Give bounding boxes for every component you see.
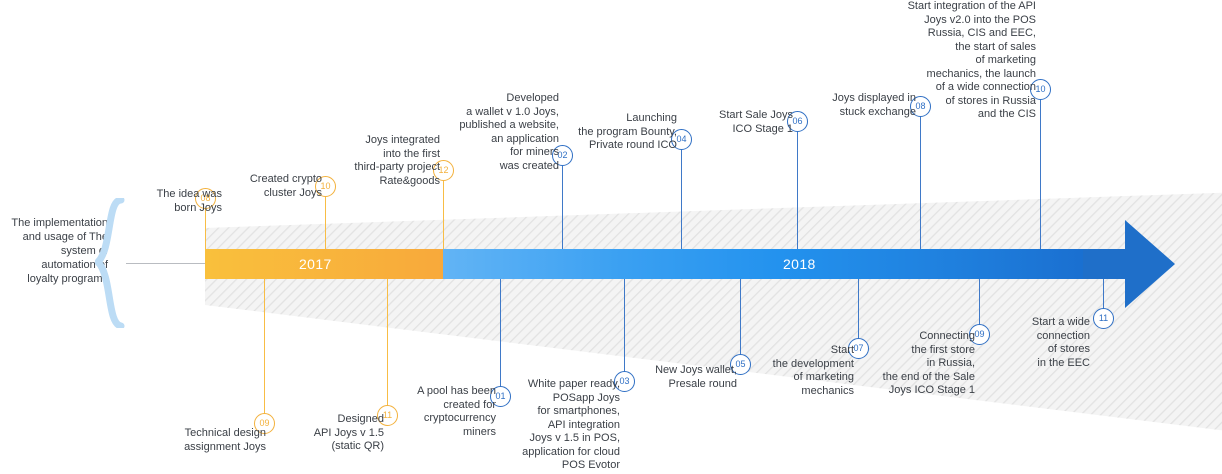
milestone-stem <box>325 196 326 249</box>
milestone-node-08[interactable]: 08 <box>910 96 931 117</box>
milestone-stem <box>443 180 444 249</box>
milestone-stem <box>205 208 206 249</box>
milestone-node-09[interactable]: 09 <box>254 413 275 434</box>
milestone-node-08[interactable]: 08 <box>195 188 216 209</box>
milestone-stem <box>740 279 741 374</box>
timeline-arrow-head <box>1083 220 1175 308</box>
milestone-stem <box>979 279 980 344</box>
milestone-stem <box>264 279 265 433</box>
milestone-node-11[interactable]: 11 <box>1093 308 1114 329</box>
milestone-node-12[interactable]: 12 <box>433 160 454 181</box>
milestone-node-05[interactable]: 05 <box>730 354 751 375</box>
milestone-node-02[interactable]: 02 <box>552 145 573 166</box>
milestone-node-01[interactable]: 01 <box>490 386 511 407</box>
milestone-stem <box>920 116 921 249</box>
milestone-node-11[interactable]: 11 <box>377 405 398 426</box>
milestone-stem <box>562 165 563 249</box>
milestone-stem <box>858 279 859 358</box>
year-label-2018: 2018 <box>783 256 816 272</box>
milestone-node-06[interactable]: 06 <box>787 111 808 132</box>
timeline-segment-2017 <box>205 249 443 279</box>
milestone-stem <box>500 279 501 406</box>
connector-line <box>126 263 206 264</box>
milestone-stem <box>624 279 625 391</box>
milestone-node-10[interactable]: 10 <box>315 176 336 197</box>
milestone-label-05: New Joys wallet,Presale round <box>655 364 737 390</box>
milestone-stem <box>797 131 798 249</box>
milestone-stem <box>1040 99 1041 249</box>
milestone-stem <box>1103 279 1104 328</box>
milestone-node-04[interactable]: 04 <box>671 129 692 150</box>
year-label-2017: 2017 <box>299 256 332 272</box>
milestone-node-09[interactable]: 09 <box>969 324 990 345</box>
milestone-stem <box>387 279 388 425</box>
timeline-segment-2018 <box>443 249 1088 279</box>
milestone-stem <box>681 149 682 249</box>
milestone-node-10[interactable]: 10 <box>1030 79 1051 100</box>
milestone-node-03[interactable]: 03 <box>614 371 635 392</box>
curly-brace-icon <box>95 198 125 328</box>
milestone-node-07[interactable]: 07 <box>848 338 869 359</box>
intro-description: The implementation and usage of The syst… <box>11 217 108 285</box>
